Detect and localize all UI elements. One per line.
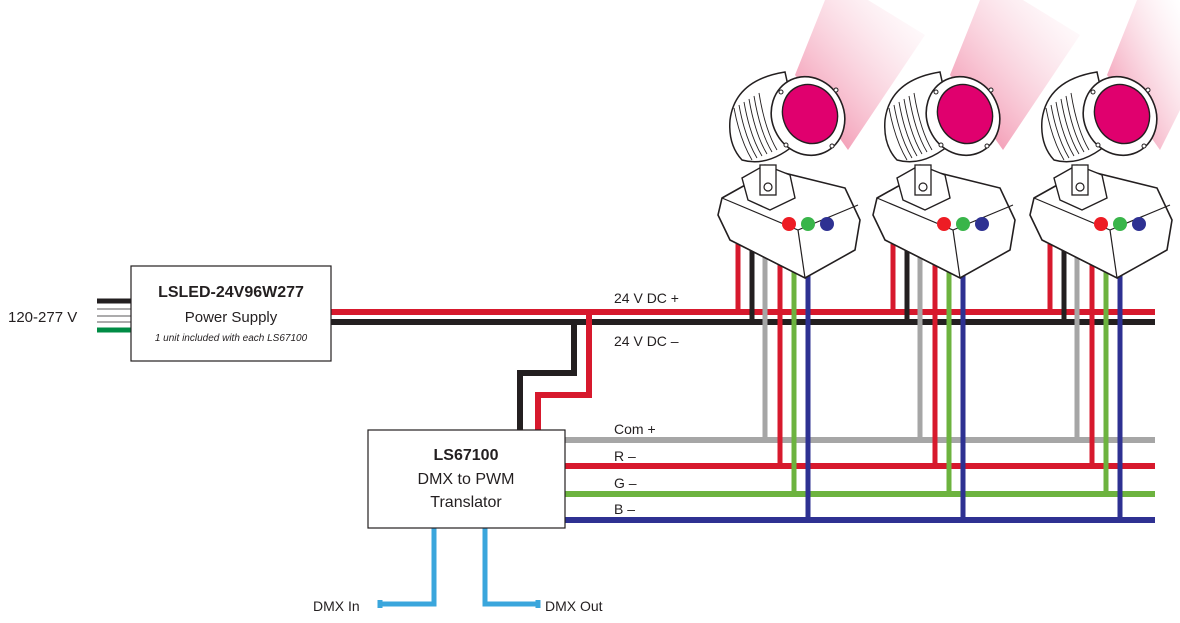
rgb-fixture — [717, 71, 861, 280]
cooling-fin — [898, 101, 918, 157]
rgb-fixture — [872, 71, 1016, 280]
dc-plus-feed — [535, 312, 592, 430]
r-minus-label: R – — [614, 448, 636, 464]
bezel-screw — [984, 143, 990, 149]
bezel-screw — [1095, 142, 1101, 148]
cooling-fin — [758, 92, 778, 151]
power-supply-name: Power Supply — [185, 309, 278, 326]
mains-input-wires — [97, 298, 131, 333]
led-blue-indicator — [820, 217, 834, 231]
led-red-indicator — [782, 217, 796, 231]
dmx-in-wire — [382, 528, 437, 607]
b-minus-label: B – — [614, 501, 635, 517]
dmx-out-wire — [482, 528, 536, 607]
dc-plus-label: 24 V DC + — [614, 290, 679, 306]
fixture-lens — [781, 83, 839, 145]
power-supply-box: LSLED-24V96W277 Power Supply 1 unit incl… — [130, 265, 332, 362]
led-blue-indicator — [975, 217, 989, 231]
dc-bus — [331, 309, 1155, 430]
cooling-fin — [743, 101, 763, 157]
bezel-screw — [783, 142, 789, 148]
cooling-fin — [1055, 101, 1075, 157]
cooling-fin — [748, 98, 768, 155]
bezel-screw — [1145, 87, 1151, 93]
bezel-screw — [1141, 143, 1147, 149]
cooling-fin — [1050, 104, 1070, 159]
led-red-indicator — [1094, 217, 1108, 231]
fixture-lens — [936, 83, 994, 145]
translator-model: LS67100 — [434, 447, 499, 464]
dc-minus-feed — [517, 322, 577, 430]
bezel-screw — [829, 143, 835, 149]
light-beam — [1107, 0, 1180, 150]
led-green-indicator — [956, 217, 970, 231]
cooling-fin — [1045, 107, 1065, 161]
translator-line1: DMX to PWM — [418, 471, 515, 488]
bezel-screw — [988, 87, 994, 93]
g-minus-label: G – — [614, 475, 637, 491]
com-plus-label: Com + — [614, 421, 656, 437]
cooling-fin — [1060, 98, 1080, 155]
cooling-fin — [1070, 92, 1090, 151]
junction-box-edge — [1041, 229, 1118, 280]
cooling-fin — [733, 107, 753, 161]
cooling-fin — [908, 95, 928, 153]
dc-minus-label: 24 V DC – — [614, 333, 679, 349]
dmx-wires — [377, 528, 541, 608]
translator-line2: Translator — [430, 494, 502, 511]
fixture-lens — [1093, 83, 1151, 145]
dmx-out-label: DMX Out — [545, 598, 603, 614]
rgb-fixture — [1029, 71, 1173, 280]
junction-box-edge — [729, 229, 806, 280]
bezel-screw — [833, 87, 839, 93]
cooling-fin — [888, 107, 908, 161]
fixtures — [717, 71, 1173, 280]
pivot-screw — [918, 182, 928, 192]
bezel-screw — [933, 89, 939, 95]
cooling-fin — [753, 95, 773, 153]
power-supply-note: 1 unit included with each LS67100 — [155, 333, 308, 344]
cooling-fin — [1065, 95, 1085, 153]
led-red-indicator — [937, 217, 951, 231]
led-green-indicator — [1113, 217, 1127, 231]
bezel-screw — [778, 89, 784, 95]
led-green-indicator — [801, 217, 815, 231]
bezel-screw — [938, 142, 944, 148]
dmx-in-label: DMX In — [313, 598, 360, 614]
signal-bus — [565, 437, 1155, 523]
cooling-fin — [893, 104, 913, 159]
cooling-fin — [738, 104, 758, 159]
cooling-fin — [913, 92, 933, 151]
led-blue-indicator — [1132, 217, 1146, 231]
bezel-screw — [1090, 89, 1096, 95]
fixture-drop-wires — [735, 244, 1123, 520]
input-voltage-label: 120-277 V — [8, 309, 77, 326]
power-supply-model: LSLED-24V96W277 — [158, 284, 304, 301]
translator-box: LS67100 DMX to PWM Translator — [367, 429, 566, 529]
pivot-screw — [763, 182, 773, 192]
junction-box-edge — [884, 229, 961, 280]
cooling-fin — [903, 98, 923, 155]
pivot-screw — [1075, 182, 1085, 192]
